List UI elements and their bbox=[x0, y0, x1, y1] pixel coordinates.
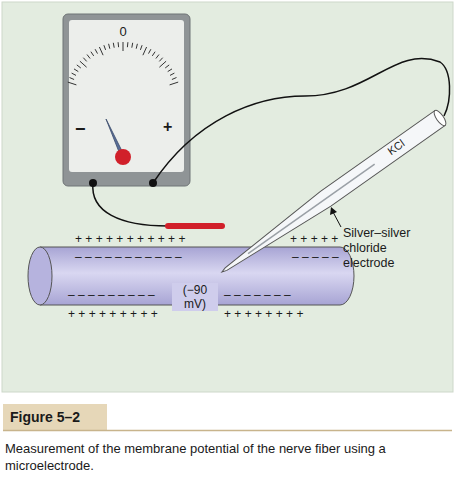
dial-tick bbox=[70, 78, 75, 80]
charge-row: – – – – – – – bbox=[224, 288, 291, 302]
dial-tick bbox=[77, 65, 81, 68]
leader-arrowhead bbox=[330, 207, 337, 215]
dial-zero: 0 bbox=[113, 25, 133, 39]
charge-row: + + + + + bbox=[290, 232, 338, 246]
dial-tick bbox=[136, 44, 137, 49]
dial-tick bbox=[170, 73, 174, 75]
fiber-end bbox=[28, 247, 52, 305]
dial-tick bbox=[72, 73, 76, 75]
charge-row: + + + + + + + + + bbox=[68, 307, 158, 321]
dial-tick bbox=[87, 55, 90, 59]
wire bbox=[93, 183, 168, 226]
dial-tick bbox=[80, 61, 87, 67]
microelectrode bbox=[217, 109, 448, 280]
charge-row: + + + + + + + + bbox=[224, 307, 303, 321]
dial-tick bbox=[170, 82, 179, 85]
charge-row: – – – – – – – – – – – bbox=[75, 250, 182, 264]
reference-electrode bbox=[168, 223, 222, 229]
dial-tick bbox=[113, 43, 115, 48]
dial-tick bbox=[140, 45, 142, 50]
dial-tick bbox=[172, 78, 177, 80]
dial-tick bbox=[118, 42, 120, 47]
dial-tick bbox=[99, 47, 103, 55]
caption-rule bbox=[3, 430, 452, 432]
dial-tick bbox=[91, 52, 94, 56]
wire bbox=[153, 59, 450, 183]
dial-tick bbox=[152, 52, 155, 56]
charge-row: – – – – – bbox=[292, 250, 339, 264]
dial-tick bbox=[149, 49, 151, 53]
plus-sign: + bbox=[163, 118, 172, 136]
dial-tick bbox=[156, 55, 159, 59]
dial-tick bbox=[127, 42, 129, 47]
figure-tab bbox=[3, 404, 107, 430]
dial-tick bbox=[83, 58, 86, 62]
charge-row: + + + + + + + + + + + bbox=[75, 232, 185, 246]
dial-tick bbox=[165, 65, 169, 68]
charge-row: – – – – – – – – – bbox=[68, 288, 155, 302]
potential-value: (−90 mV) bbox=[172, 283, 218, 311]
electrode-label: Silver–silver chloride electrode bbox=[343, 226, 435, 271]
meter-face bbox=[69, 20, 184, 172]
figure-number: Figure 5–2 bbox=[10, 409, 80, 426]
dial-tick bbox=[109, 44, 110, 49]
dial-tick bbox=[68, 82, 77, 85]
dial-tick bbox=[95, 49, 97, 53]
dial-tick bbox=[74, 69, 78, 72]
dial-tick bbox=[168, 69, 172, 72]
minus-sign: − bbox=[75, 120, 86, 138]
dial-tick bbox=[159, 61, 166, 67]
dial-tick bbox=[143, 47, 147, 55]
leader-line bbox=[333, 212, 341, 227]
dial-tick bbox=[159, 58, 162, 62]
dial-tick bbox=[131, 43, 133, 48]
figure-caption: Measurement of the membrane potential of… bbox=[5, 440, 445, 474]
dial-tick bbox=[123, 42, 124, 51]
dial-ticks bbox=[68, 42, 178, 85]
dial-tick bbox=[104, 45, 106, 50]
figure-panel bbox=[2, 2, 453, 392]
needle-pivot bbox=[115, 149, 131, 165]
